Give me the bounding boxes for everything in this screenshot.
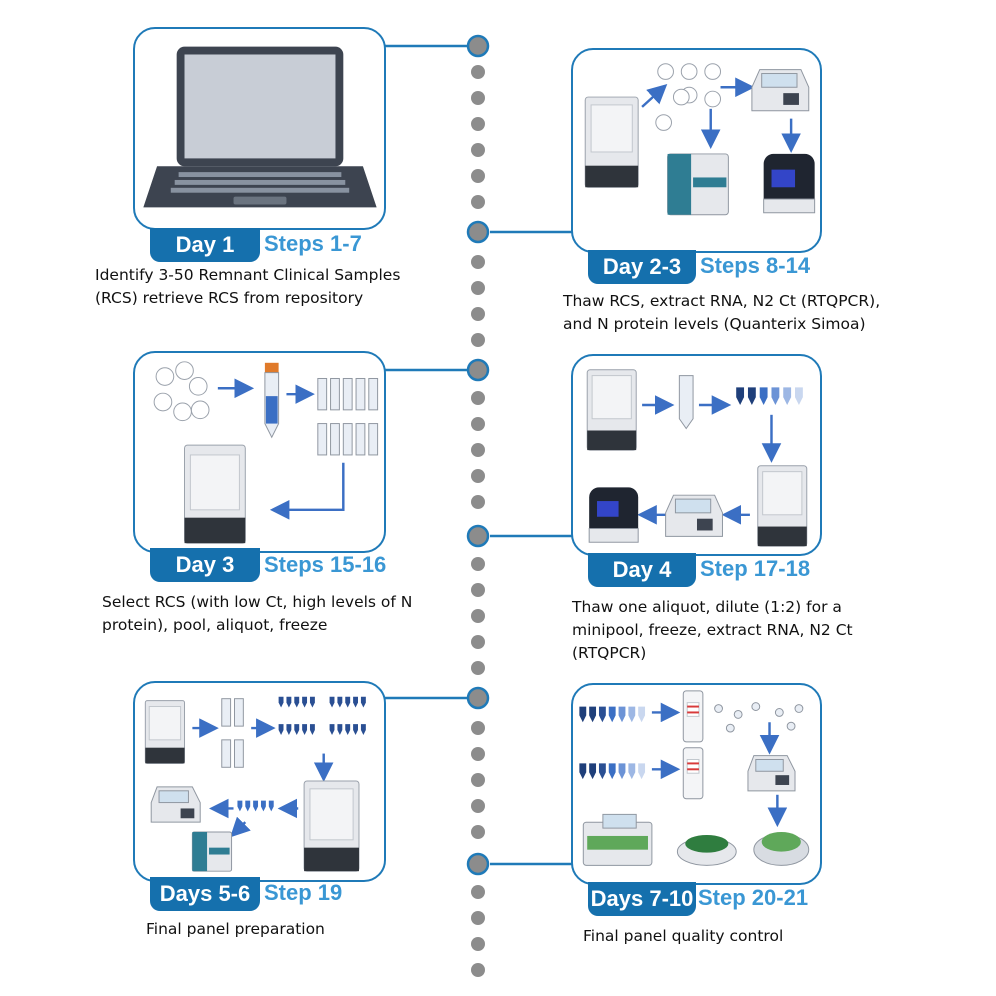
stage-4-steps: Step 17-18 bbox=[700, 556, 811, 581]
stage-3-card bbox=[133, 351, 386, 553]
simoa-analyzer-icon bbox=[667, 153, 729, 216]
freezer-icon bbox=[757, 465, 808, 547]
plate-reader-icon bbox=[582, 813, 653, 866]
stage-4-card bbox=[571, 354, 822, 556]
simoa-analyzer-icon bbox=[191, 831, 233, 872]
conical-tube-icon bbox=[264, 362, 280, 439]
cryovial-icon bbox=[317, 377, 379, 456]
conical-tube-icon bbox=[678, 375, 694, 430]
stage-5-day-tab: Days 5-6 bbox=[150, 877, 260, 911]
freezer-icon bbox=[144, 700, 186, 764]
stage-5-description: Final panel preparation bbox=[146, 920, 325, 938]
stage-3-illustration bbox=[153, 361, 379, 544]
pcr-tube-icon bbox=[278, 696, 366, 735]
freezer-icon bbox=[584, 96, 639, 188]
stage-1-card bbox=[133, 27, 386, 230]
pcr-machine-icon bbox=[150, 786, 201, 823]
stage-3-steps: Steps 15-16 bbox=[264, 552, 387, 577]
stage-3-description: Select RCS (with low Ct, high levels of … bbox=[102, 593, 413, 634]
pcr-tube-icon bbox=[736, 387, 803, 406]
stage-1-illustration bbox=[143, 46, 377, 208]
stage-5-illustration bbox=[144, 696, 366, 872]
stage-5-card bbox=[133, 681, 386, 882]
freezer-icon bbox=[586, 369, 637, 451]
stage-4-illustration bbox=[586, 369, 808, 547]
freezer-icon bbox=[303, 780, 360, 872]
stage-2-steps: Steps 8-14 bbox=[700, 253, 811, 278]
timeline-nodes bbox=[466, 34, 490, 876]
timeline-connectors bbox=[384, 44, 572, 866]
pcr-machine-icon bbox=[665, 494, 723, 537]
petri-dish-icon bbox=[153, 361, 210, 422]
stage-6-card bbox=[571, 683, 822, 885]
stage-5-steps: Step 19 bbox=[264, 880, 343, 905]
laptop-icon bbox=[143, 46, 377, 208]
pcr-tube-icon bbox=[237, 800, 274, 812]
stage-1-day-tab: Day 1 bbox=[150, 228, 260, 262]
lateral-flow-test-icon bbox=[682, 690, 704, 800]
plate-reader-icon bbox=[588, 487, 639, 543]
timeline-dots bbox=[471, 65, 485, 977]
stage-1-description: Identify 3-50 Remnant Clinical Samples(R… bbox=[95, 266, 401, 307]
stage-6-illustration bbox=[579, 690, 810, 866]
stage-6-description: Final panel quality control bbox=[583, 927, 784, 945]
stage-2-description: Thaw RCS, extract RNA, N2 Ct (RTQPCR),an… bbox=[563, 292, 881, 333]
stage-2-day-tab: Day 2-3 bbox=[588, 250, 696, 284]
pcr-tube-icon bbox=[579, 706, 646, 780]
stage-1-steps: Steps 1-7 bbox=[264, 231, 362, 256]
petri-dish-icon bbox=[655, 63, 722, 131]
cryovial-icon bbox=[714, 702, 804, 733]
freezer-icon bbox=[184, 444, 246, 544]
centrifuge-icon bbox=[753, 832, 810, 866]
plate-reader-icon bbox=[763, 153, 816, 214]
stage-6-day-tab: Days 7-10 bbox=[588, 882, 696, 916]
stage-2-card bbox=[571, 48, 822, 253]
pcr-machine-icon bbox=[747, 755, 796, 792]
pcr-machine-icon bbox=[751, 69, 810, 112]
stage-4-day-tab: Day 4 bbox=[588, 553, 696, 587]
cryovial-icon bbox=[221, 698, 244, 768]
stage-6-steps: Step 20-21 bbox=[698, 885, 809, 910]
centrifuge-icon bbox=[676, 834, 737, 866]
stage-2-illustration bbox=[584, 63, 816, 216]
stage-3-day-tab: Day 3 bbox=[150, 548, 260, 582]
